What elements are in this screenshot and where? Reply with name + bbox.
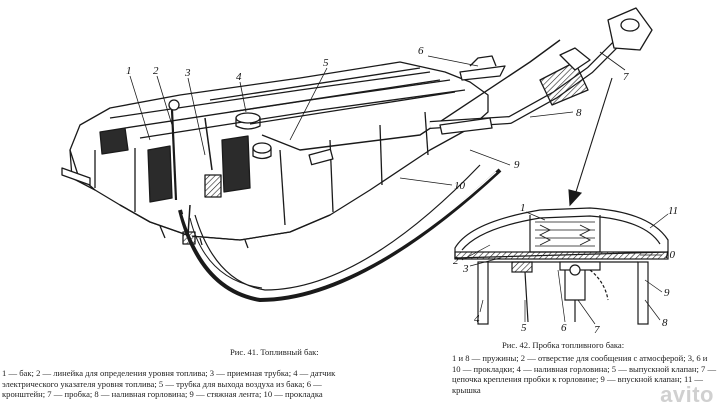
callout-41-8: 8 — [576, 107, 582, 119]
callout-41-5: 5 — [323, 57, 329, 69]
callout-42-7: 7 — [594, 324, 600, 336]
figure-42-legend: 1 и 8 — пружины; 2 — отверстие для сообщ… — [452, 353, 717, 395]
callout-42-1: 1 — [520, 202, 526, 214]
callout-42-3: 3 — [462, 263, 469, 275]
callout-41-4: 4 — [236, 71, 242, 83]
figure-41-legend: 1 — бак; 2 — линейка для определения уро… — [2, 368, 336, 400]
watermark-logo: avito — [660, 382, 714, 407]
callout-42-9: 9 — [664, 287, 670, 299]
callout-42-6: 6 — [561, 322, 567, 334]
callout-41-6: 6 — [418, 45, 424, 57]
figure-42-caption: Рис. 42. Пробка топливного бака: — [502, 340, 625, 350]
callout-41-10: 10 — [454, 180, 466, 192]
callout-42-5: 5 — [521, 322, 527, 334]
callout-42-11: 11 — [668, 205, 678, 217]
callout-41-9: 9 — [514, 159, 520, 171]
callout-41-1: 1 — [126, 65, 132, 77]
tank-drawing — [61, 7, 653, 302]
detail-arrow — [568, 77, 613, 207]
fuel-cap-drawing — [454, 207, 669, 325]
figure-41-caption: Рис. 41. Топливный бак: — [230, 347, 319, 357]
callout-41-2: 2 — [153, 65, 159, 77]
callout-42-8: 8 — [662, 317, 668, 329]
callout-42-4: 4 — [474, 313, 480, 325]
callout-41-3: 3 — [184, 67, 191, 79]
callout-leaders-41 — [129, 51, 626, 186]
callout-42-10: 10 — [664, 249, 676, 261]
callout-41-7: 7 — [623, 71, 629, 83]
callout-42-2: 2 — [453, 255, 459, 267]
callout-leaders-42 — [461, 211, 669, 325]
